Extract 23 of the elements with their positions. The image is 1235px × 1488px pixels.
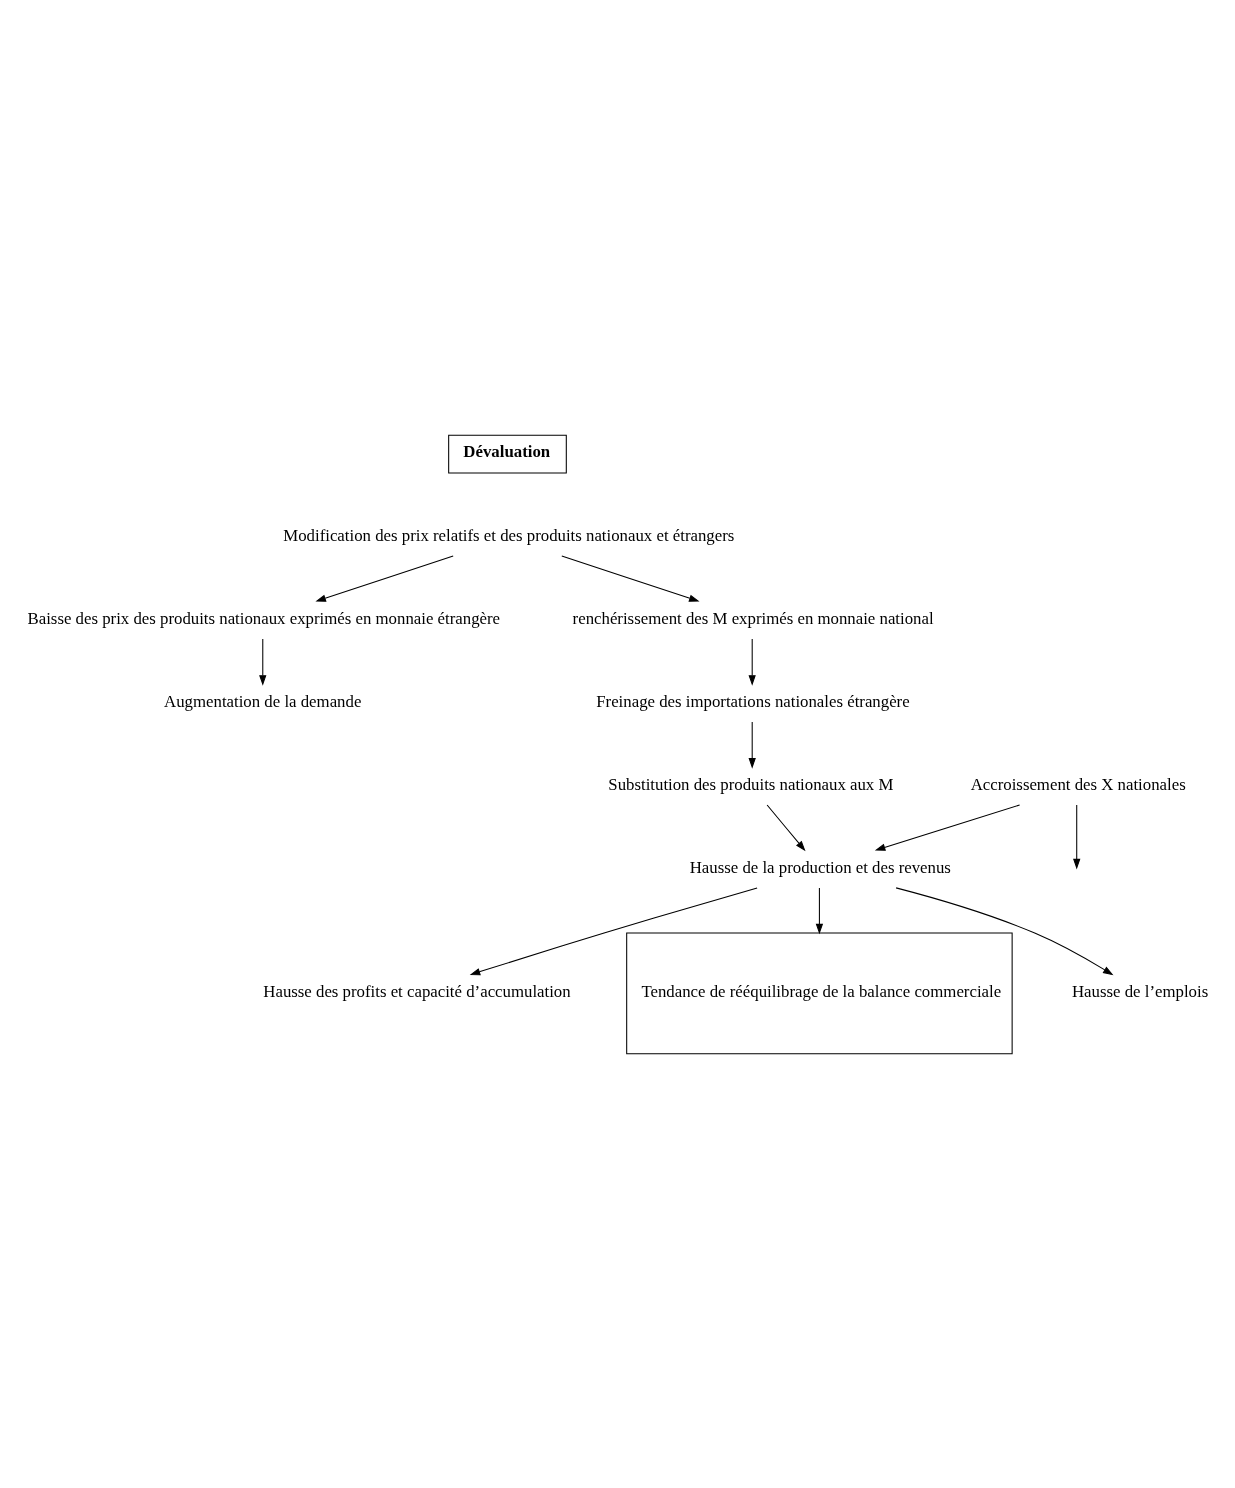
node-text: renchérissement des M exprimés en monnaie national — [572, 608, 934, 628]
arrow — [561, 555, 700, 602]
arrow — [259, 638, 267, 686]
arrow — [1073, 803, 1081, 869]
node-text: Modification des prix relatifs et des produits nationaux et étrangers — [283, 525, 735, 545]
node-text: Hausse des profits et capacité d’accumulation — [263, 981, 571, 1001]
node-text: Baisse des prix des produits nationaux exprimés en monnaie étrangère — [27, 608, 501, 628]
node-text: Augmentation de la demande — [164, 691, 362, 711]
arrow — [315, 555, 454, 602]
arrow — [469, 886, 758, 975]
node-text: Freinage des importations nationales étrangère — [596, 691, 910, 711]
arrow — [748, 721, 756, 769]
node-text: Hausse de l’emplois — [1072, 981, 1209, 1001]
arrow — [748, 638, 756, 686]
node-box: Dévaluation — [448, 434, 567, 474]
node-text: Hausse de la production et des revenus — [689, 857, 951, 877]
arrow — [766, 803, 806, 851]
arrow — [895, 886, 1114, 975]
node-box: Tendance de rééquilibrage de la balance commerciale — [626, 932, 1013, 1054]
arrow — [815, 887, 824, 934]
arrow — [874, 803, 1021, 851]
node-text: Substitution des produits nationaux aux M — [608, 774, 894, 794]
node-text: Accroissement des X nationales — [970, 774, 1186, 794]
